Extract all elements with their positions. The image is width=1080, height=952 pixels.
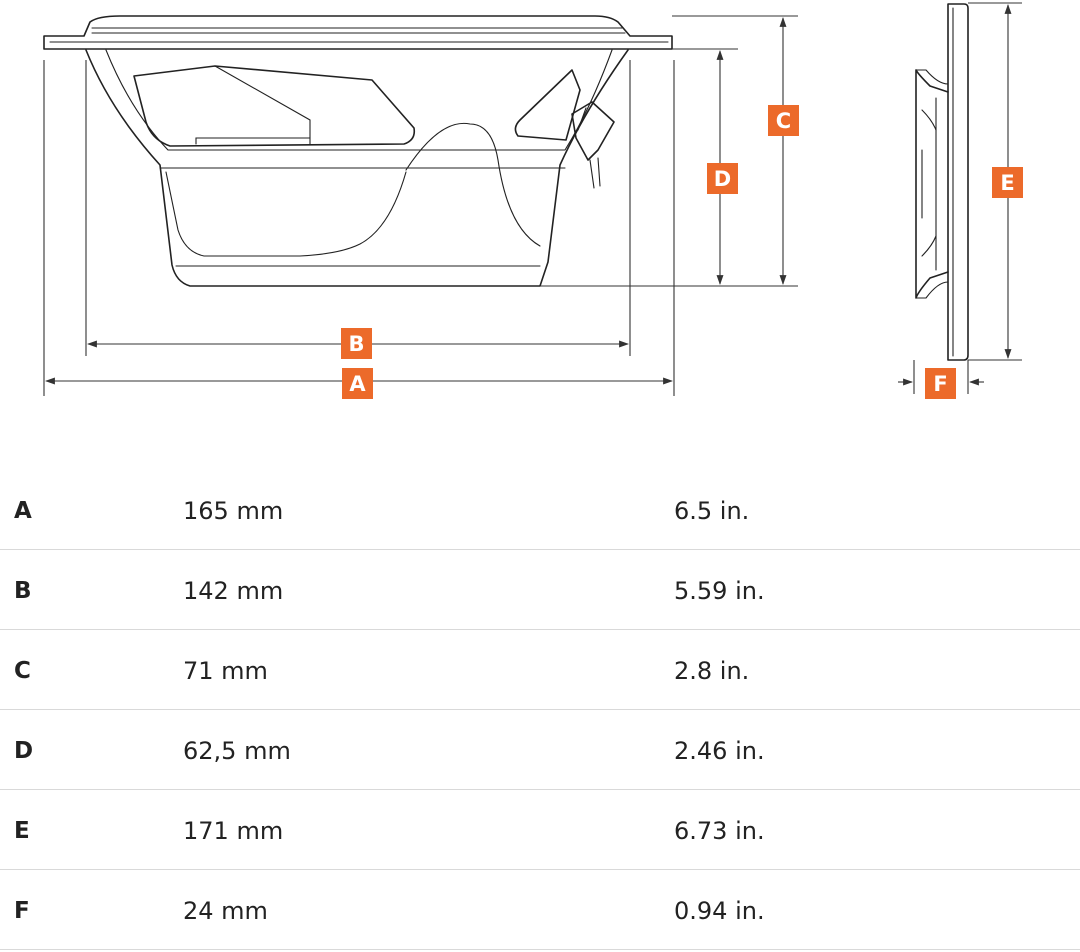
metric-value: 171 mm — [183, 817, 284, 845]
imperial-value: 2.8 in. — [674, 657, 750, 685]
label-a: A — [342, 368, 373, 399]
metric-value: 24 mm — [183, 897, 268, 925]
metric-value: 142 mm — [183, 577, 284, 605]
svg-text:C: C — [776, 109, 791, 133]
metric-value: 62,5 mm — [183, 737, 291, 765]
dimension-label: D — [14, 738, 34, 764]
label-f: F — [925, 368, 956, 399]
svg-text:D: D — [714, 167, 731, 191]
label-b: B — [341, 328, 372, 359]
table-row: C 71 mm 2.8 in. — [0, 630, 1080, 710]
imperial-value: 6.73 in. — [674, 817, 765, 845]
svg-text:F: F — [933, 372, 947, 396]
svg-text:A: A — [349, 372, 366, 396]
table-row: B 142 mm 5.59 in. — [0, 550, 1080, 630]
dimension-arrows — [45, 4, 1012, 386]
dimension-label: B — [14, 578, 32, 604]
metric-value: 71 mm — [183, 657, 268, 685]
dimensions-table: A 165 mm 6.5 in. B 142 mm 5.59 in. C 71 … — [0, 470, 1080, 950]
label-d: D — [707, 163, 738, 194]
imperial-value: 2.46 in. — [674, 737, 765, 765]
table-row: E 171 mm 6.73 in. — [0, 790, 1080, 870]
dimension-label: C — [14, 658, 31, 684]
dimension-label: A — [14, 498, 32, 524]
speaker-edge-view — [915, 3, 969, 361]
imperial-value: 5.59 in. — [674, 577, 765, 605]
imperial-value: 0.94 in. — [674, 897, 765, 925]
table-row: F 24 mm 0.94 in. — [0, 870, 1080, 950]
dimension-label: F — [14, 898, 30, 924]
extension-lines — [43, 2, 1022, 396]
speaker-side-view — [43, 15, 673, 287]
speaker-dimension-diagram: A B C D E F — [43, 2, 1023, 399]
imperial-value: 6.5 in. — [674, 497, 750, 525]
table-row: D 62,5 mm 2.46 in. — [0, 710, 1080, 790]
svg-text:B: B — [348, 332, 364, 356]
table-row: A 165 mm 6.5 in. — [0, 470, 1080, 550]
metric-value: 165 mm — [183, 497, 284, 525]
dimension-label: E — [14, 818, 30, 844]
label-c: C — [768, 105, 799, 136]
label-e: E — [992, 167, 1023, 198]
svg-text:E: E — [1000, 171, 1014, 195]
